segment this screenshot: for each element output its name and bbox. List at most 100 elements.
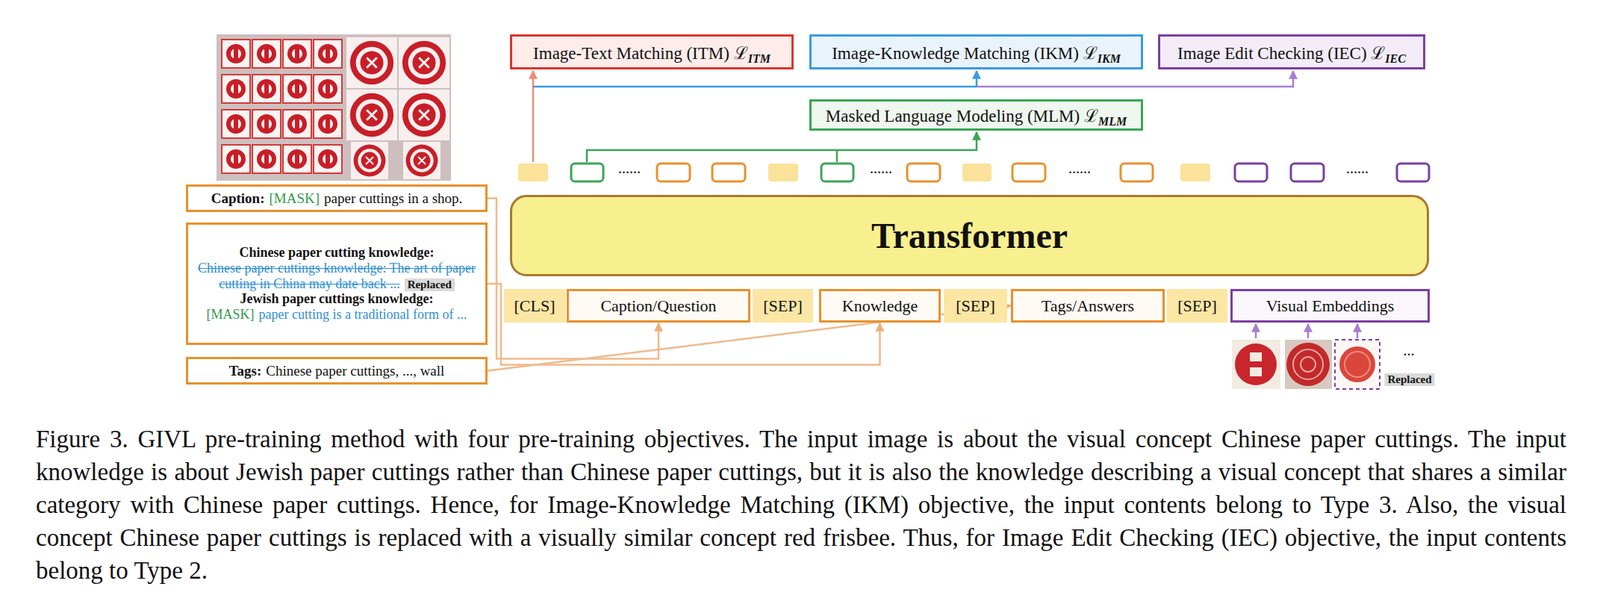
illustration-part bbox=[346, 89, 398, 141]
illustration-part bbox=[221, 39, 251, 68]
illustration-part bbox=[712, 163, 746, 182]
objective-name: Masked Language Modeling (MLM) ℒ bbox=[825, 106, 1099, 126]
special-token: [CLS] bbox=[503, 288, 566, 323]
ellipsis: ...... bbox=[869, 159, 893, 177]
node-content: [SEP] bbox=[1177, 296, 1217, 316]
node-content: Image-Text Matching (ITM) ℒITM bbox=[533, 40, 771, 65]
node-content: Tags:Chinese paper cuttings, ..., wall bbox=[229, 362, 445, 380]
node-content: [SEP] bbox=[763, 296, 803, 316]
ellipsis: ...... bbox=[1346, 159, 1369, 177]
ellipsis: ...... bbox=[1068, 159, 1091, 177]
box-label: [CLS] bbox=[514, 296, 556, 316]
mask-token: [MASK] bbox=[269, 190, 321, 207]
caption-text: paper cuttings in a shop. bbox=[324, 190, 463, 207]
box-label: Visual Embeddings bbox=[1266, 296, 1395, 316]
illustration-part bbox=[518, 163, 549, 182]
paper-cutting-photo bbox=[216, 34, 451, 181]
illustration-part bbox=[282, 39, 312, 68]
objective-name: Image-Text Matching (ITM) ℒ bbox=[533, 44, 749, 63]
knowledge-line: [MASK]paper cutting is a traditional for… bbox=[194, 306, 480, 323]
knowledge-input-box: Chinese paper cutting knowledge:Chinese … bbox=[185, 222, 488, 345]
node-content: Knowledge bbox=[842, 296, 918, 316]
illustration-part bbox=[571, 163, 604, 182]
box-label: Knowledge bbox=[842, 296, 918, 316]
ellipsis: ... bbox=[1403, 341, 1415, 360]
illustration-part bbox=[1293, 349, 1324, 380]
node-content: Caption/Question bbox=[600, 296, 717, 316]
special-token: [SEP] bbox=[752, 288, 814, 323]
illustration-part bbox=[350, 141, 389, 180]
illustration-part bbox=[403, 141, 441, 180]
illustration-part bbox=[1234, 343, 1277, 386]
knowledge-line: Chinese paper cuttings knowledge: The ar… bbox=[194, 260, 480, 292]
knowledge-heading: Chinese paper cutting knowledge: bbox=[194, 244, 480, 261]
objective-box: Image-Knowledge Matching (IKM) ℒIKM bbox=[809, 34, 1144, 70]
ellipsis: ...... bbox=[618, 159, 641, 177]
illustration-part bbox=[1284, 339, 1332, 389]
illustration-part bbox=[252, 39, 281, 68]
illustration-part bbox=[221, 144, 251, 174]
illustration-part bbox=[252, 74, 281, 104]
illustration-part bbox=[398, 37, 450, 89]
input-segment: Caption/Question bbox=[566, 288, 751, 323]
illustration-part bbox=[962, 163, 992, 182]
illustration-part bbox=[221, 74, 251, 104]
node-content: [SEP] bbox=[955, 296, 996, 316]
input-segment: Knowledge bbox=[819, 288, 941, 323]
illustration-part bbox=[216, 34, 451, 181]
loss-subscript: IKM bbox=[1097, 52, 1121, 65]
illustration-part bbox=[657, 163, 690, 182]
illustration-part bbox=[1334, 339, 1380, 389]
illustration-part bbox=[1339, 346, 1376, 383]
output-tokens bbox=[518, 163, 1430, 182]
field-label: Caption: bbox=[211, 190, 266, 207]
box-label: Transformer bbox=[871, 215, 1068, 256]
illustration-part bbox=[282, 144, 312, 174]
illustration-part bbox=[346, 37, 398, 89]
visual-embeddings-box: Visual Embeddings bbox=[1230, 288, 1430, 323]
objective-box: Image-Text Matching (ITM) ℒITM bbox=[509, 34, 794, 70]
illustration-part bbox=[1012, 163, 1046, 182]
illustration-part bbox=[821, 163, 854, 182]
illustration-part bbox=[313, 74, 342, 104]
tags-text: Chinese paper cuttings, ..., wall bbox=[265, 362, 445, 379]
special-token: [SEP] bbox=[1166, 288, 1228, 323]
objective-name: Image Edit Checking (IEC) ℒ bbox=[1177, 44, 1385, 63]
illustration-part bbox=[282, 109, 312, 139]
illustration-part bbox=[1120, 163, 1153, 182]
box-label: [SEP] bbox=[1177, 296, 1217, 316]
illustration-part bbox=[252, 144, 281, 174]
knowledge-heading: Jewish paper cuttings knowledge: bbox=[194, 291, 480, 307]
image-patches bbox=[1231, 339, 1380, 389]
loss-subscript: ITM bbox=[748, 52, 771, 65]
illustration-part bbox=[1356, 324, 1359, 339]
transformer-block: Transformer bbox=[509, 194, 1430, 277]
illustration-part bbox=[907, 163, 940, 182]
illustration-part bbox=[1396, 163, 1430, 182]
special-token: [SEP] bbox=[943, 288, 1008, 323]
node-content: Visual Embeddings bbox=[1266, 296, 1395, 316]
illustration-part bbox=[1290, 163, 1324, 182]
objective-box: Image Edit Checking (IEC) ℒIEC bbox=[1158, 34, 1426, 70]
illustration-part bbox=[221, 109, 251, 139]
tags-input-box: Tags:Chinese paper cuttings, ..., wall bbox=[185, 356, 488, 385]
node-content: [CLS] bbox=[514, 296, 556, 316]
illustration-part bbox=[398, 89, 450, 141]
figure-caption: Figure 3. GIVL pre-training method with … bbox=[35, 422, 1567, 587]
illustration-part bbox=[532, 70, 535, 163]
objective-name: Image-Knowledge Matching (IKM) ℒ bbox=[831, 44, 1098, 63]
illustration-part bbox=[282, 74, 312, 104]
input-segment: Tags/Answers bbox=[1010, 288, 1165, 323]
caption-input-box: Caption:[MASK]paper cuttings in a shop. bbox=[185, 184, 488, 213]
knowledge-text: paper cutting is a traditional form of .… bbox=[259, 306, 468, 322]
node-content: Image Edit Checking (IEC) ℒIEC bbox=[1177, 40, 1406, 65]
illustration-part bbox=[975, 70, 979, 87]
illustration-part bbox=[533, 85, 977, 89]
objective-box: Masked Language Modeling (MLM) ℒMLM bbox=[809, 99, 1144, 131]
illustration-part bbox=[836, 150, 839, 163]
box-label: [SEP] bbox=[955, 296, 996, 316]
box-label: Tags/Answers bbox=[1041, 296, 1135, 316]
illustration-part bbox=[768, 163, 799, 182]
replaced-badge: Replaced bbox=[404, 278, 455, 292]
